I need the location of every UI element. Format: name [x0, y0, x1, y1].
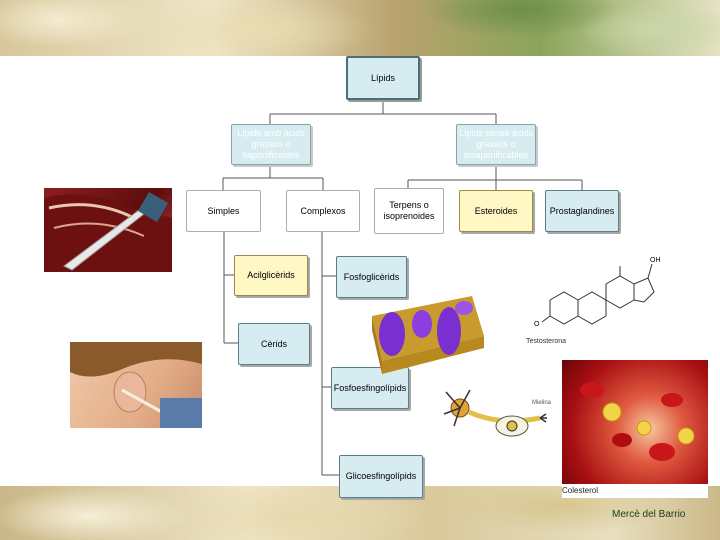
blood-vessel-photo: Colesterol: [562, 360, 708, 498]
node-fosfoesfingolipids: Fosfoesfingolípids: [331, 367, 409, 409]
svg-text:OH: OH: [650, 257, 661, 264]
blood-caption: Colesterol: [562, 484, 708, 498]
node-glicoesfingolipids: Glicoesfingolípids: [339, 455, 423, 498]
membrane-illustration: [352, 286, 484, 378]
node-complexos: Complexos: [286, 190, 360, 232]
steroid-structure: OH O Testosterona: [520, 252, 680, 348]
neuron-label: Mielina: [532, 400, 552, 406]
node-acilglicerids: Acilglicèrids: [234, 255, 308, 296]
child-ear-photo: [70, 342, 202, 428]
author-credit: Mercè del Barrio: [612, 509, 686, 520]
node-simples: Simples: [186, 190, 261, 232]
node-lipids-insaponificables: Lípids sense àcids grassos o insaponific…: [456, 124, 536, 165]
node-fosfoglicerids: Fosfoglicèrids: [336, 256, 407, 298]
steroid-caption: Testosterona: [526, 338, 567, 345]
svg-text:O: O: [534, 321, 540, 328]
background-photo-top: [0, 0, 720, 56]
node-cerids: Cèrids: [238, 323, 310, 365]
node-terpens: Terpens o isoprenoides: [374, 188, 444, 234]
node-esteroides: Esteroides: [459, 190, 533, 232]
neuron-illustration: Mielina: [420, 378, 556, 452]
ham-photo: [44, 188, 172, 272]
node-prostaglandines: Prostaglandines: [545, 190, 619, 232]
node-lipids-saponificables: Lípids amb àcids grassos o saponificable…: [231, 124, 311, 165]
node-lipids: Lípids: [346, 56, 420, 100]
